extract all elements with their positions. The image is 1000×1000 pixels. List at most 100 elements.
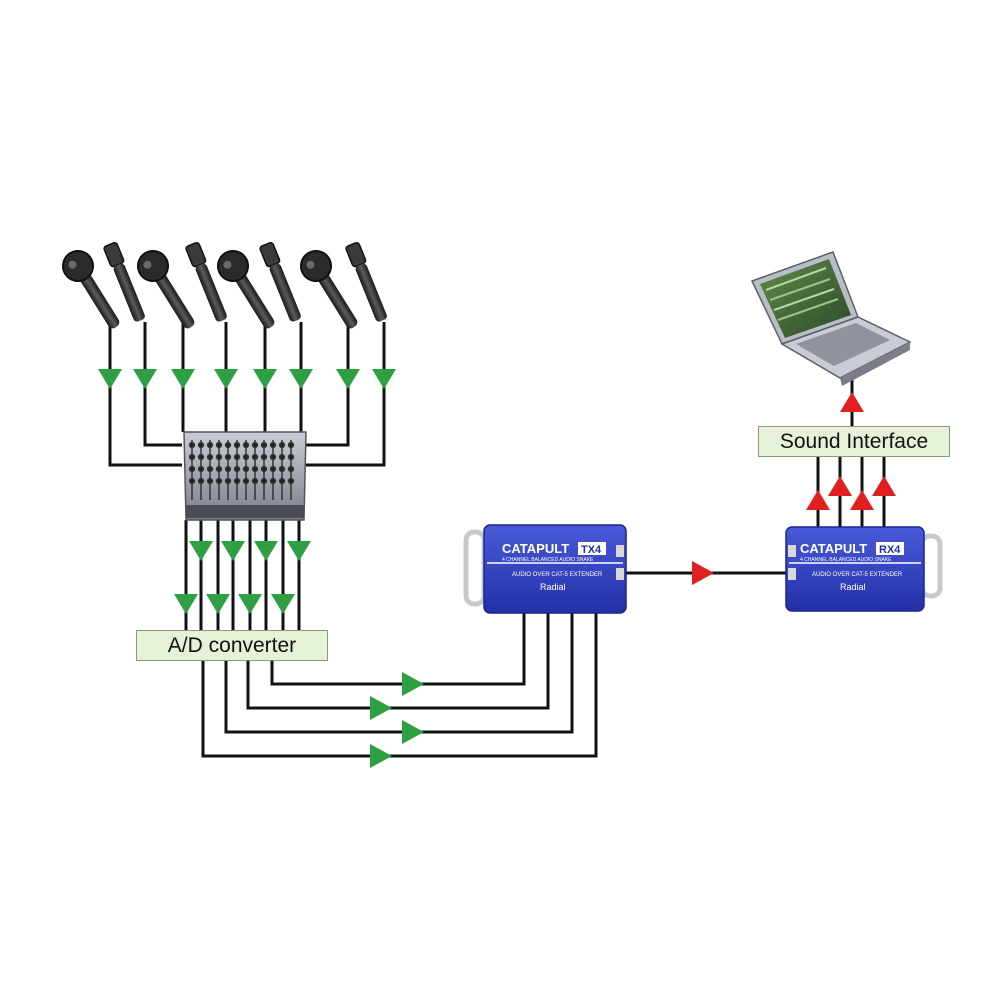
mixer-knob-icon <box>287 441 295 449</box>
wire-mic-7 <box>306 322 350 447</box>
mixer-knob-icon <box>197 477 205 485</box>
analog-signal-arrows <box>98 369 424 768</box>
microphone-icon <box>217 250 275 329</box>
mixer-knob-icon <box>197 465 205 473</box>
tx4-subtitle: 4 CHANNEL BALANCED AUDIO SNAKE <box>502 557 594 563</box>
catapult-rx4-device: CATAPULT RX4 4 CHANNEL BALANCED AUDIO SN… <box>785 526 943 612</box>
arrow-down-icon <box>214 369 238 389</box>
microphone-icon <box>137 250 195 329</box>
mixer-knob-icon <box>278 441 286 449</box>
mixer-knob-icon <box>215 453 223 461</box>
arrow-down-icon <box>238 594 262 614</box>
mixer-knob-icon <box>233 477 241 485</box>
mixer-knob-icon <box>278 477 286 485</box>
mixer-knob-icon <box>188 465 196 473</box>
mixer-knob-icon <box>206 441 214 449</box>
mixer-knob-icon <box>287 453 295 461</box>
mixer-knob-icon <box>260 465 268 473</box>
mixer-knob-icon <box>251 477 259 485</box>
mixer-knob-icon <box>233 453 241 461</box>
mixer-knob-icon <box>260 441 268 449</box>
mixer-knob-icon <box>269 477 277 485</box>
wire-ad-tx-2 <box>246 612 550 710</box>
mixer-knob-icon <box>278 453 286 461</box>
arrow-right-icon <box>402 720 424 744</box>
arrow-down-icon <box>289 369 313 389</box>
mixer-knob-icon <box>242 465 250 473</box>
arrow-down-icon <box>133 369 157 389</box>
arrow-right-icon <box>370 696 392 720</box>
wire-ad-tx-4 <box>201 612 598 758</box>
mixer-knob-icon <box>242 441 250 449</box>
mixer-knob-icon <box>251 441 259 449</box>
mixer-knob-icon <box>206 477 214 485</box>
arrow-right-icon <box>402 672 424 696</box>
arrow-down-icon <box>372 369 396 389</box>
mixer-knob-icon <box>233 465 241 473</box>
microphone-icon <box>185 241 227 322</box>
mixer-knob-icon <box>188 453 196 461</box>
mixer-knob-icon <box>224 465 232 473</box>
arrow-down-icon <box>336 369 360 389</box>
arrow-down-icon <box>287 541 311 561</box>
mixer-knob-icon <box>206 465 214 473</box>
arrow-up-icon <box>872 476 896 496</box>
mixer-knob-icon <box>206 453 214 461</box>
tx4-maker: Radial <box>540 582 566 592</box>
arrow-down-icon <box>271 594 295 614</box>
microphone-icon <box>62 250 120 329</box>
mixer-knob-icon <box>197 441 205 449</box>
mixing-console-icon <box>183 431 307 521</box>
catapult-tx4-device: CATAPULT TX4 4 CHANNEL BALANCED AUDIO SN… <box>463 524 627 614</box>
wire-ad-tx-3 <box>224 612 574 734</box>
signal-wires <box>108 322 886 758</box>
arrow-down-icon <box>189 541 213 561</box>
mixer-knob-icon <box>260 453 268 461</box>
mixer-knob-icon <box>233 441 241 449</box>
arrow-down-icon <box>174 594 198 614</box>
arrow-down-icon <box>254 541 278 561</box>
microphone-icon <box>259 241 301 322</box>
tx4-tagline: AUDIO OVER CAT-5 EXTENDER <box>512 572 603 578</box>
mixer-knob-icon <box>260 477 268 485</box>
arrow-down-icon <box>171 369 195 389</box>
laptop-icon <box>750 251 912 386</box>
microphone-row <box>62 241 387 329</box>
microphone-icon <box>103 241 145 322</box>
rx4-model: RX4 <box>879 544 901 556</box>
tx4-brand: CATAPULT <box>502 541 569 556</box>
mixer-knob-icon <box>242 453 250 461</box>
arrow-right-icon <box>692 561 714 585</box>
ad-converter-label: A/D converter <box>136 630 328 661</box>
mixer-knob-icon <box>269 441 277 449</box>
microphone-icon <box>345 241 387 322</box>
mixer-knob-icon <box>278 465 286 473</box>
rx4-subtitle: 4 CHANNEL BALANCED AUDIO SNAKE <box>800 557 892 563</box>
mixer-knob-icon <box>224 441 232 449</box>
arrow-right-icon <box>370 744 392 768</box>
mixer-knob-icon <box>197 453 205 461</box>
microphone-icon <box>300 250 358 329</box>
sound-interface-label: Sound Interface <box>758 426 950 457</box>
rx4-brand: CATAPULT <box>800 541 867 556</box>
mixer-knob-icon <box>224 453 232 461</box>
mixer-knob-icon <box>269 465 277 473</box>
mixer-knob-icon <box>242 477 250 485</box>
arrow-up-icon <box>840 392 864 412</box>
arrow-down-icon <box>253 369 277 389</box>
mixer-knob-icon <box>215 465 223 473</box>
arrow-up-icon <box>806 490 830 510</box>
mixer-knob-icon <box>188 477 196 485</box>
mixer-knob-icon <box>269 453 277 461</box>
mixer-knob-icon <box>251 465 259 473</box>
digital-signal-arrows <box>692 392 896 585</box>
mixer-knob-icon <box>251 453 259 461</box>
mixer-knob-icon <box>215 477 223 485</box>
tx4-model: TX4 <box>581 544 602 556</box>
wire-ad-tx-1 <box>270 612 526 686</box>
wire-mic-2 <box>143 322 182 447</box>
arrow-up-icon <box>850 490 874 510</box>
arrow-up-icon <box>828 476 852 496</box>
arrow-down-icon <box>98 369 122 389</box>
